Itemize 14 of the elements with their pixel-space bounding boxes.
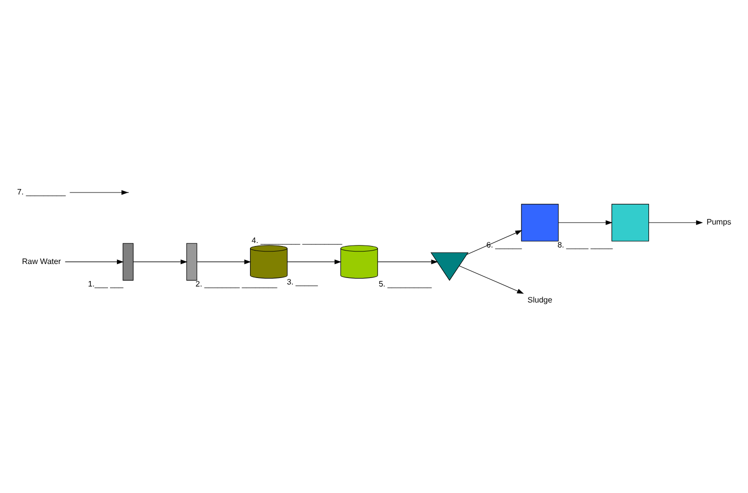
arrow: [558, 220, 612, 226]
arrow: [286, 259, 341, 264]
node-bar: [122, 243, 133, 281]
node-box: [611, 204, 649, 242]
arrow: [458, 266, 524, 294]
arrow: [68, 190, 128, 195]
node-box: [520, 204, 558, 242]
node-bar: [186, 243, 197, 281]
arrow: [466, 230, 522, 255]
arrow: [132, 259, 187, 264]
arrow: [64, 259, 124, 264]
arrow: [648, 220, 702, 226]
arrow: [377, 259, 438, 264]
arrow: [196, 259, 251, 264]
